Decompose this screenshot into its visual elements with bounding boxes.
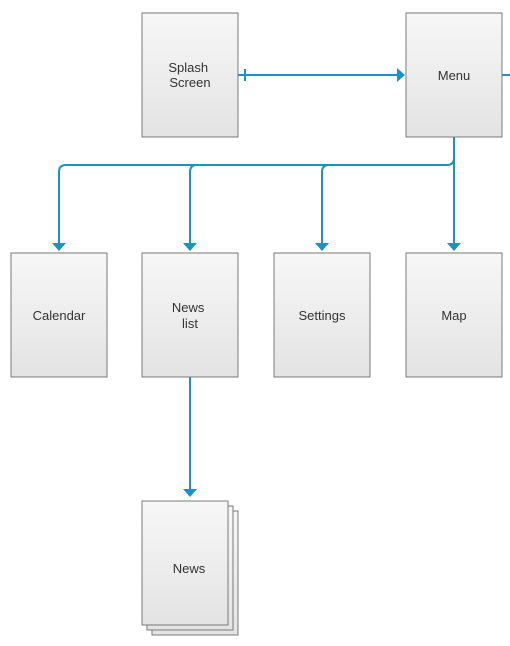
node-label: News [173,561,206,576]
stack-page-front [141,500,229,626]
node-news-list[interactable]: News list [141,252,239,378]
arrowhead-map [447,243,461,251]
node-map[interactable]: Map [405,252,503,378]
arrowhead-news [183,489,197,497]
node-calendar[interactable]: Calendar [10,252,108,378]
edge-menu-trunk [58,137,455,243]
arrowhead-calendar [52,243,66,251]
node-label: Calendar [33,308,86,323]
arrowhead-news-list [183,243,197,251]
edge-menu-to-news-list [189,164,198,243]
node-label: News list [172,300,208,331]
arrowhead-settings [315,243,329,251]
node-settings[interactable]: Settings [273,252,371,378]
connectors [52,68,510,497]
node-splash-screen[interactable]: Splash Screen [141,12,239,138]
node-label: Menu [438,68,471,83]
node-label: Splash Screen [168,60,211,90]
node-news-stacked[interactable]: News [141,500,239,636]
edge-menu-to-settings [321,164,330,243]
node-label: Settings [299,308,346,323]
node-menu[interactable]: Menu [405,12,503,138]
arrowhead-menu [397,68,405,82]
node-label: Map [441,308,466,323]
